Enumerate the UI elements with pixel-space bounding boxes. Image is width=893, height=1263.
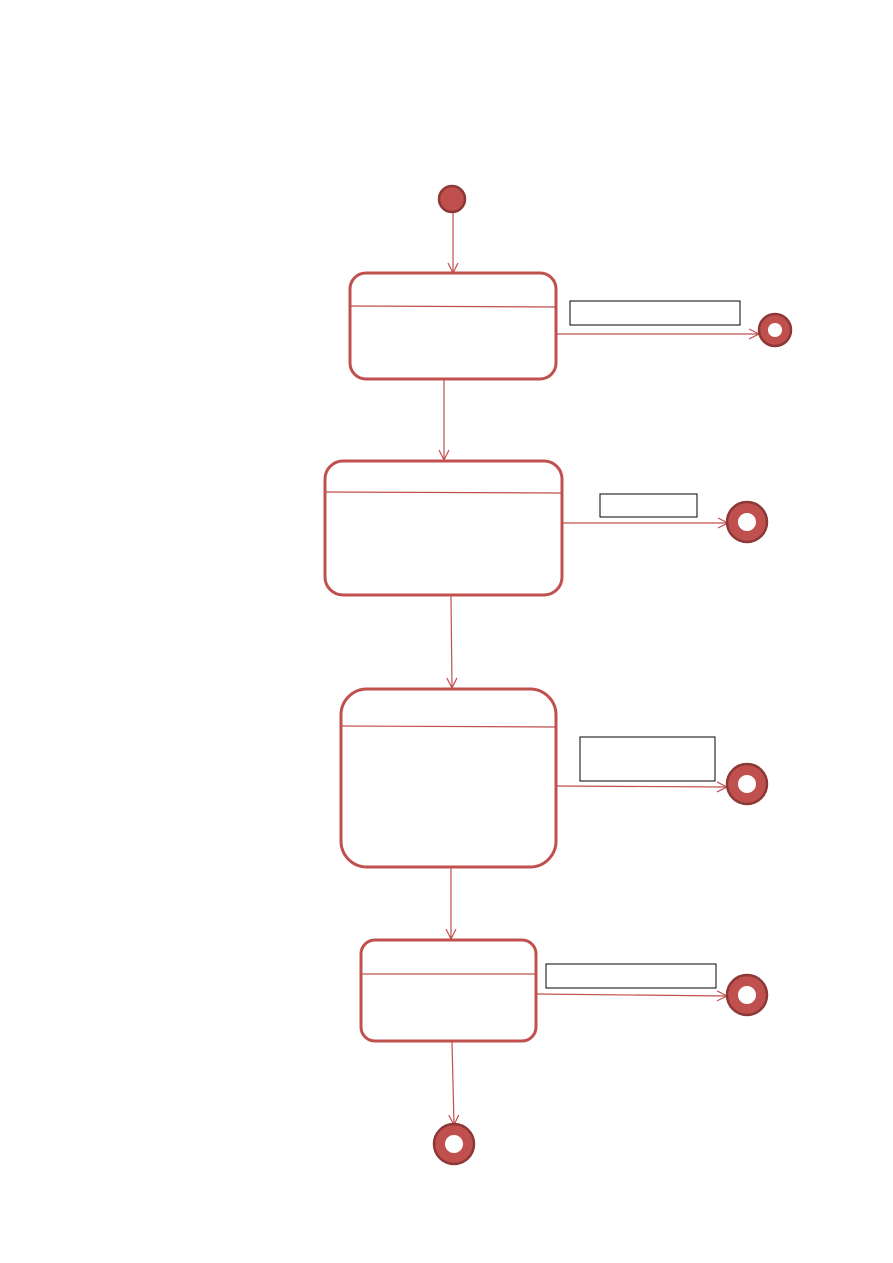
- state-3: [339, 687, 558, 869]
- state-4: [359, 938, 538, 1043]
- state-2: [323, 459, 564, 597]
- state-2-divider: [325, 491, 562, 494]
- transition-state-2-to-state-3: [451, 595, 452, 688]
- state-1: [348, 271, 558, 381]
- final-node-1: [757, 312, 793, 348]
- transition-state-4-to-final-4: [536, 994, 727, 996]
- final-node-2: [725, 500, 769, 544]
- initial-node: [437, 184, 467, 214]
- state-1-divider: [350, 305, 556, 308]
- state-3-divider: [341, 725, 556, 728]
- final-node-4: [725, 973, 769, 1017]
- transition-label-state-4-to-final-4: [545, 963, 717, 989]
- transition-label-state-3-to-final-3: [579, 736, 716, 782]
- transition-state-3-to-final-3: [556, 786, 727, 787]
- final-node-5: [432, 1122, 476, 1166]
- transition-label-state-2-to-final-2: [599, 493, 698, 518]
- transition-label-state-1-to-final-1: [569, 300, 741, 326]
- transition-state-4-to-final-5: [452, 1041, 454, 1125]
- final-node-3: [725, 762, 769, 806]
